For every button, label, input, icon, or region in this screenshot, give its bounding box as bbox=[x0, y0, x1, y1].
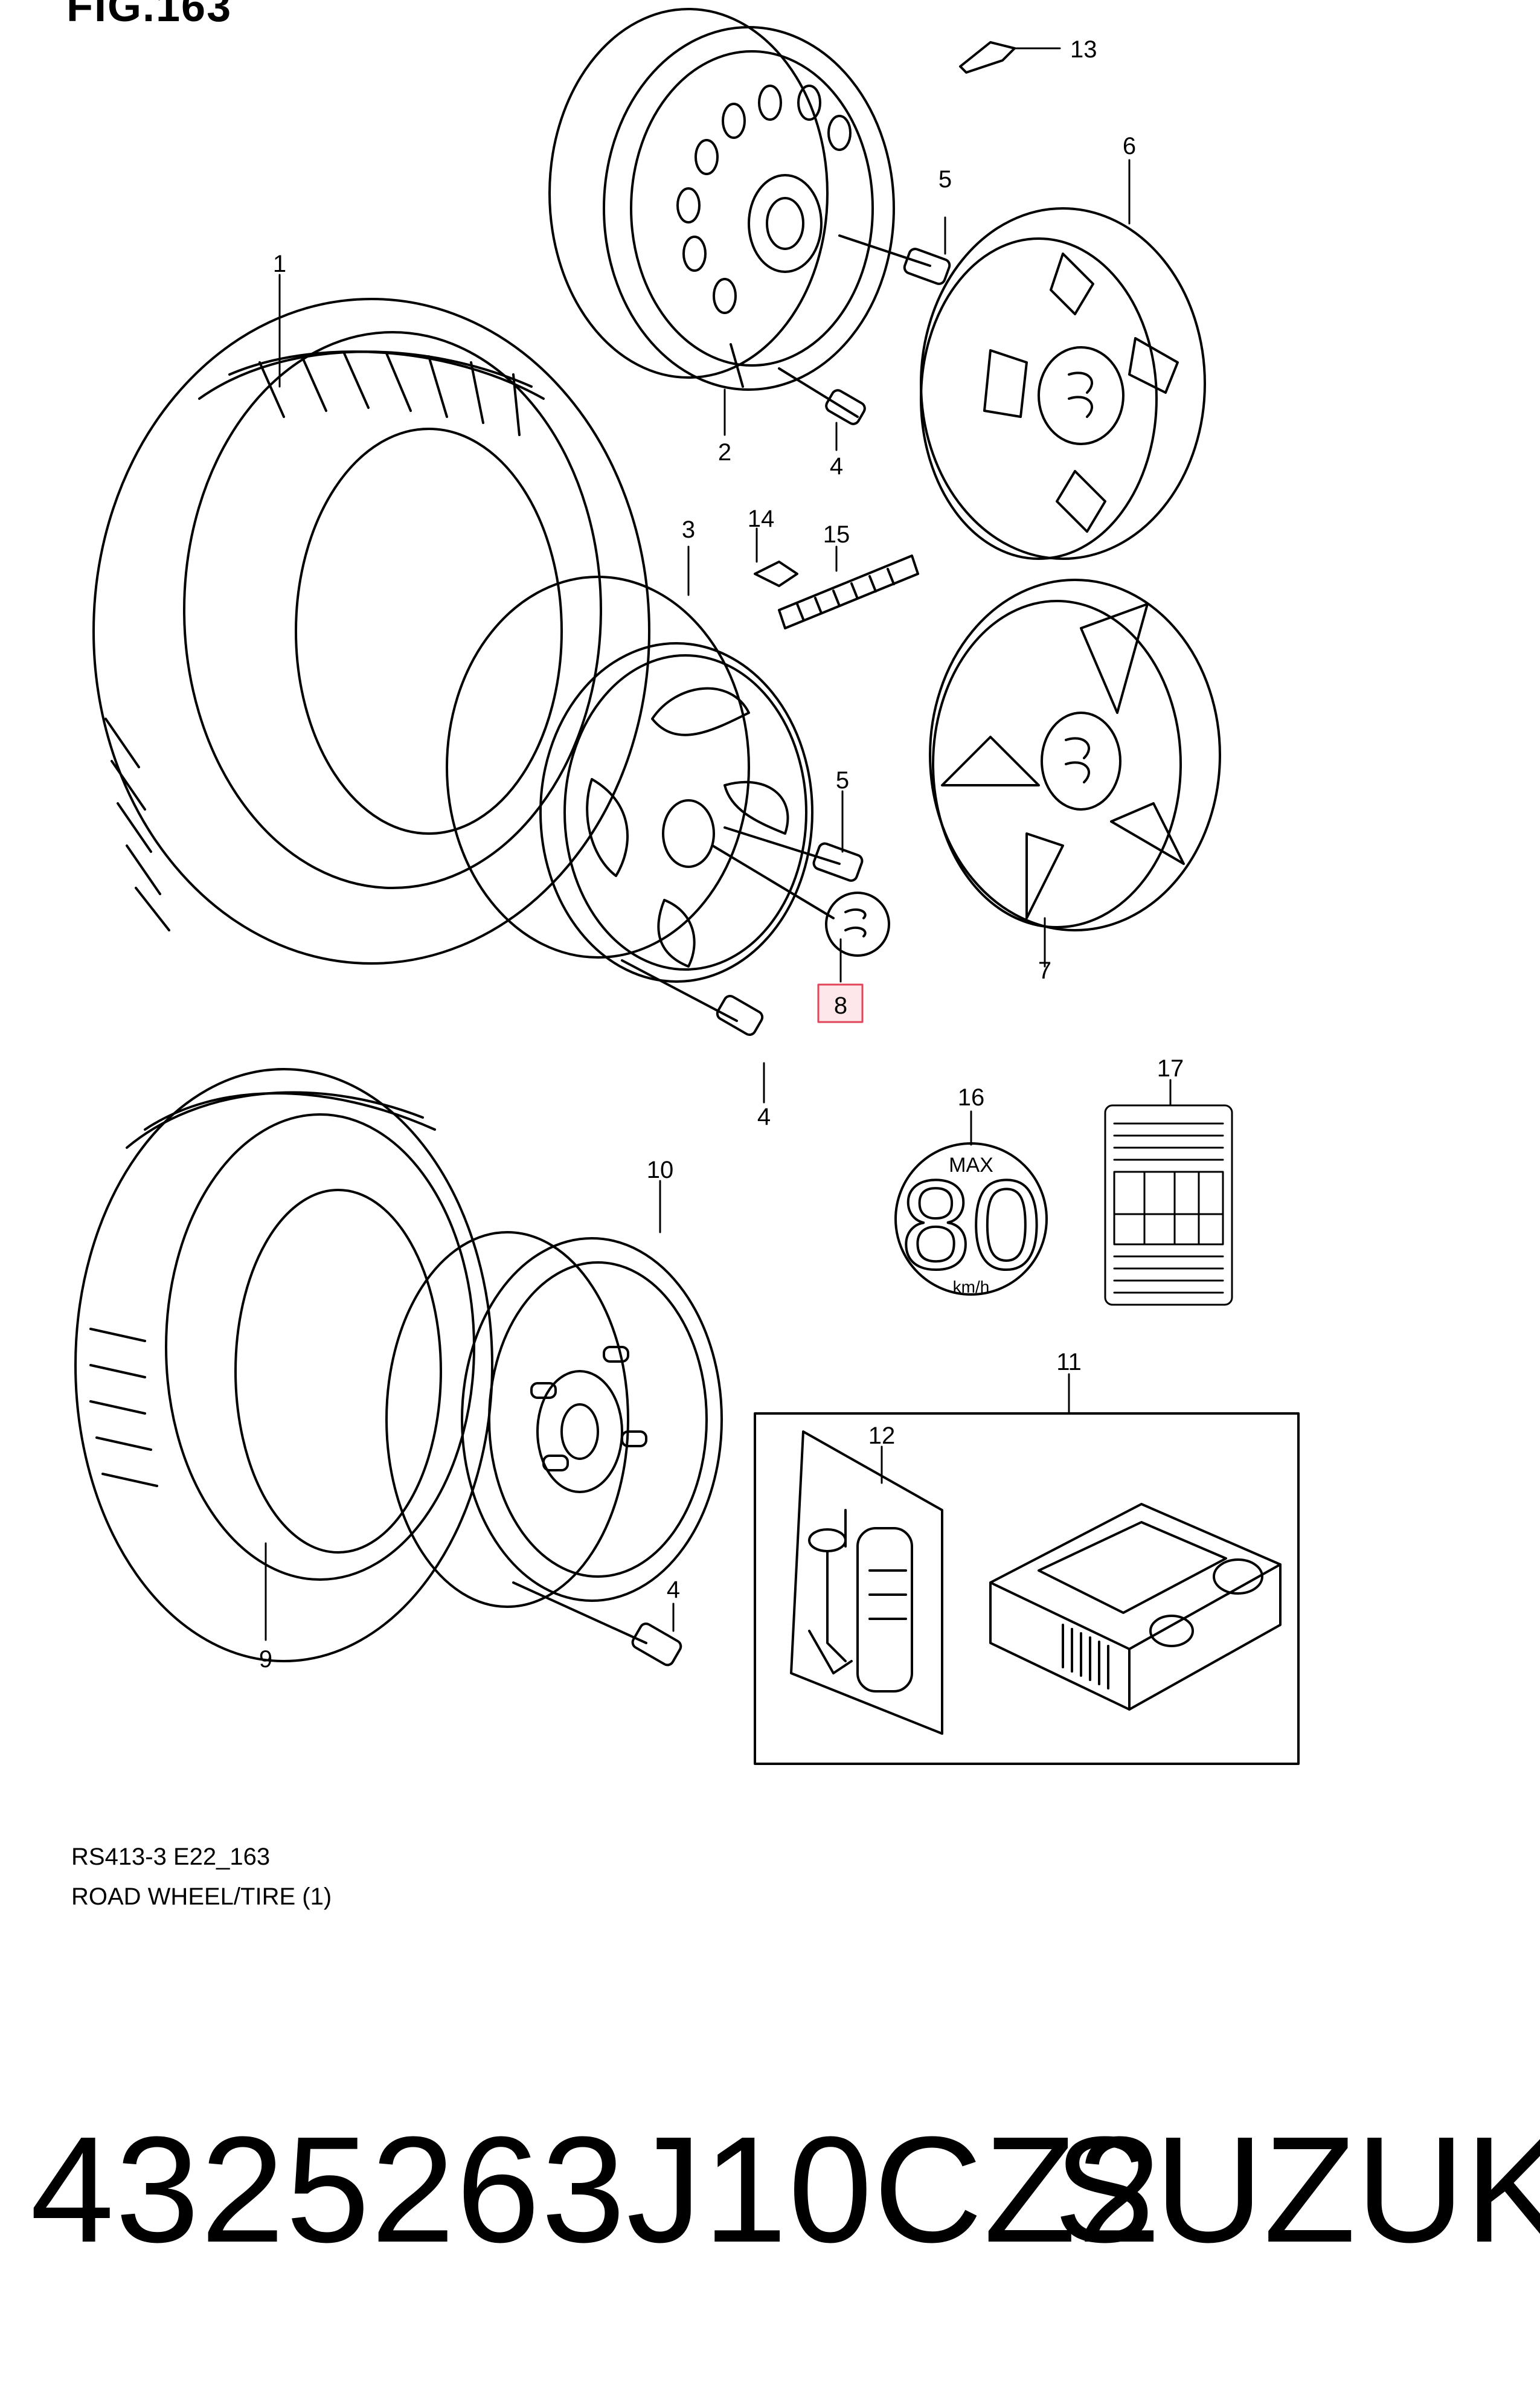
callout-14: 14 bbox=[748, 506, 775, 532]
callout-4-top: 4 bbox=[830, 453, 843, 480]
callout-15: 15 bbox=[823, 521, 850, 548]
center-cap-8-drawing bbox=[711, 844, 890, 957]
callout-8-highlight bbox=[817, 983, 864, 1023]
callout-10: 10 bbox=[647, 1157, 674, 1183]
valve-4-mid-drawing bbox=[621, 959, 764, 1037]
speed-label-16: MAX 80 km/h bbox=[894, 1142, 1048, 1297]
compressor-drawing bbox=[989, 1503, 1282, 1711]
steel-wheel-2-drawing bbox=[548, 8, 895, 391]
callout-16: 16 bbox=[958, 1084, 985, 1111]
callout-5-mid: 5 bbox=[836, 767, 849, 794]
clip-14-drawing bbox=[754, 561, 798, 587]
tire-1-drawing bbox=[92, 298, 650, 965]
wheel-cover-6-drawing bbox=[920, 207, 1206, 560]
brand-name: SUZUKI bbox=[1054, 2105, 1540, 2274]
callout-4-mid: 4 bbox=[757, 1104, 771, 1130]
sealant-bag-12-drawing bbox=[790, 1430, 943, 1735]
alloy-wheel-3-drawing bbox=[446, 576, 813, 983]
callout-12: 12 bbox=[868, 1423, 896, 1449]
parts-diagram: MAX 80 km/h bbox=[74, 8, 1300, 1765]
steel-wheel-10-drawing bbox=[385, 1231, 723, 1608]
nut-5-top-drawing bbox=[838, 234, 951, 285]
valve-4-top-drawing bbox=[778, 367, 866, 425]
speed-label-unit: km/h bbox=[953, 1278, 990, 1296]
speed-label-max: MAX bbox=[949, 1154, 993, 1177]
figure-code: RS413-3 E22_163 bbox=[71, 1844, 271, 1870]
callout-17: 17 bbox=[1157, 1055, 1184, 1082]
clip-13-drawing bbox=[959, 41, 1016, 74]
callout-4-low: 4 bbox=[667, 1577, 680, 1603]
repair-kit-frame-11 bbox=[754, 1412, 1300, 1765]
figure-label: FIG.163 bbox=[66, 0, 233, 31]
callout-8: 8 bbox=[834, 992, 847, 1019]
speed-label-value: 80 bbox=[900, 1154, 1042, 1296]
wheel-cover-7-drawing bbox=[929, 579, 1221, 931]
callout-11: 11 bbox=[1056, 1349, 1082, 1375]
callout-13: 13 bbox=[1070, 36, 1097, 63]
figure-title: ROAD WHEEL/TIRE (1) bbox=[71, 1883, 332, 1910]
callout-9: 9 bbox=[259, 1646, 272, 1673]
tire-9-drawing bbox=[74, 1068, 493, 1662]
part-number: 4325263J10CZ2 bbox=[30, 2105, 1163, 2274]
valve-4-low-drawing bbox=[512, 1581, 682, 1667]
leader-lines bbox=[265, 47, 1172, 1641]
callout-6: 6 bbox=[1123, 133, 1136, 159]
tire-placard-17 bbox=[1104, 1104, 1233, 1306]
callout-2: 2 bbox=[718, 439, 731, 466]
callout-7: 7 bbox=[1038, 957, 1051, 984]
callout-1: 1 bbox=[273, 251, 286, 277]
footer-area bbox=[0, 1975, 1540, 2392]
callout-5-top: 5 bbox=[938, 166, 952, 193]
weight-15-drawing bbox=[778, 555, 919, 629]
callout-3: 3 bbox=[682, 516, 695, 543]
